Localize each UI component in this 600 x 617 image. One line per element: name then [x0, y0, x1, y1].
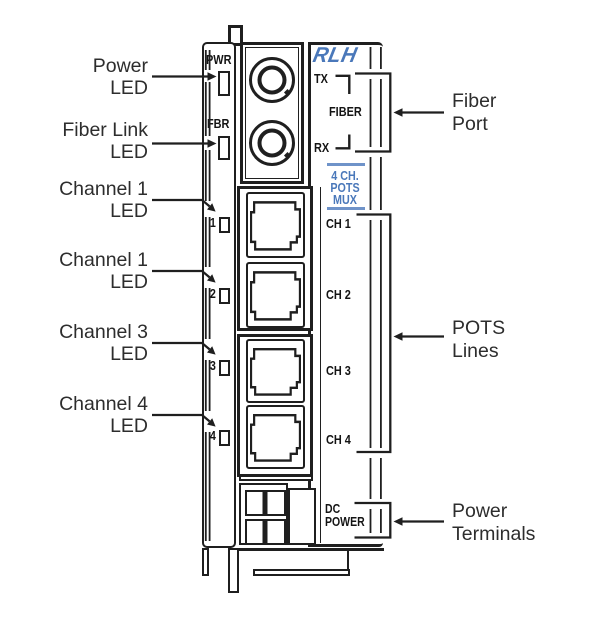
label-channel-4-led-line2: LED	[110, 415, 148, 437]
fiber-connector-tx	[249, 56, 295, 103]
fiber-connector-rx-barrel	[257, 128, 287, 157]
rj11-jack-ch2	[245, 261, 305, 328]
channel-1-led	[219, 216, 230, 233]
channel-1-led-arrow-line	[152, 198, 211, 208]
channel-4-number: 4	[209, 429, 216, 443]
label-power-terminals-line1: Power	[452, 500, 508, 522]
terminal-row-1-divider	[262, 491, 268, 515]
label-channel-1-led-line1: Channel 1	[59, 178, 148, 200]
label-power-terminals-line2: Terminals	[452, 523, 536, 545]
label-fiber-link-led: Fiber Link LED	[0, 119, 148, 163]
mux-label-line2: POTS	[330, 180, 360, 195]
label-channel-3-led-line2: LED	[110, 343, 148, 365]
rj11-opening-ch1	[249, 201, 301, 251]
rj11-opening-ch2	[249, 270, 301, 321]
label-fiber-port-line2: Port	[452, 113, 488, 135]
channel-3-led	[219, 359, 230, 376]
fiber-connector-tx-barrel	[257, 65, 287, 94]
rj11-jack-ch1	[245, 192, 305, 258]
brand-logo: RLH	[310, 43, 360, 67]
mux-label-line3: MUX	[333, 192, 357, 207]
label-channel-4-led: Channel 4 LED	[0, 393, 148, 437]
label-pots-lines: POTS Lines	[452, 317, 505, 363]
power-led	[218, 70, 230, 96]
channel-2-led	[219, 287, 230, 304]
label-fiber-port: Fiber Port	[452, 90, 496, 136]
ch4-label: CH 4	[325, 432, 351, 447]
rj11-jack-ch4	[245, 405, 305, 469]
label-power-led-line2: LED	[110, 77, 148, 99]
rj11-opening-ch4	[249, 413, 301, 462]
bottom-rail-step	[346, 551, 349, 571]
mux-rule-top	[326, 162, 365, 166]
label-power-terminals: Power Terminals	[452, 500, 535, 546]
terminal-row-2	[244, 519, 286, 545]
mux-label-line1: 4 CH.	[331, 168, 359, 183]
ch1-label: CH 1	[325, 215, 351, 231]
label-channel-3-led: Channel 3 LED	[0, 321, 148, 365]
terminal-divider-plate	[239, 475, 313, 481]
fiber-port-arrowhead	[393, 108, 403, 117]
label-pots-lines-line1: POTS	[452, 317, 506, 339]
dc-label-line1: DC	[325, 502, 341, 516]
ch3-label: CH 3	[325, 362, 351, 378]
bottom-rail-lower	[252, 568, 350, 576]
rj11-opening-ch3	[249, 347, 301, 396]
label-channel-2-led: Channel 1 LED	[0, 249, 148, 293]
fiber-link-led	[218, 135, 230, 160]
terminal-row-1	[244, 490, 286, 516]
label-channel-4-led-line1: Channel 4	[59, 393, 148, 415]
channel-4-led	[219, 429, 230, 446]
panel-inner-edge-line	[319, 187, 322, 543]
channel-3-number: 3	[209, 359, 216, 373]
label-pots-lines-line2: Lines	[452, 340, 499, 362]
channel-4-led-arrow-line	[152, 413, 211, 423]
label-channel-1-led: Channel 1 LED	[0, 178, 148, 222]
label-fiber-link-led-line1: Fiber Link	[62, 119, 148, 141]
bottom-rail-upper	[236, 548, 384, 552]
pots-lines-arrowhead	[393, 332, 403, 341]
fiber-label: FIBER	[329, 103, 362, 119]
label-channel-3-led-line1: Channel 3	[59, 321, 148, 343]
mux-rule-bottom	[326, 206, 365, 210]
channel-3-led-arrow-line	[152, 341, 211, 351]
center-foot	[227, 548, 239, 593]
label-channel-1-led-line2: LED	[110, 200, 148, 222]
dc-connector-housing	[288, 488, 316, 545]
pwr-led-label: PWR	[205, 52, 231, 67]
label-fiber-link-led-line2: LED	[110, 141, 148, 163]
ch2-label: CH 2	[325, 286, 351, 302]
terminal-row-2-divider	[262, 520, 268, 544]
channel-1-number: 1	[209, 216, 216, 230]
channel-2-led-arrow-line	[152, 269, 211, 279]
power-terminals-arrowhead	[393, 517, 403, 526]
label-fiber-port-line1: Fiber	[452, 90, 497, 112]
label-power-led-line1: Power	[92, 55, 148, 77]
label-power-led: Power LED	[0, 55, 148, 99]
rx-label: RX	[313, 139, 329, 155]
left-foot	[202, 548, 209, 576]
channel-2-number: 2	[209, 287, 216, 301]
fiber-connector-rx	[249, 119, 295, 166]
rj11-jack-ch3	[245, 339, 305, 403]
dc-label-line2: POWER	[325, 515, 365, 529]
fbr-led-label: FBR	[207, 115, 230, 131]
tx-label: TX	[313, 70, 328, 86]
label-channel-2-led-line2: LED	[110, 271, 148, 293]
label-channel-2-led-line1: Channel 1	[59, 249, 148, 271]
